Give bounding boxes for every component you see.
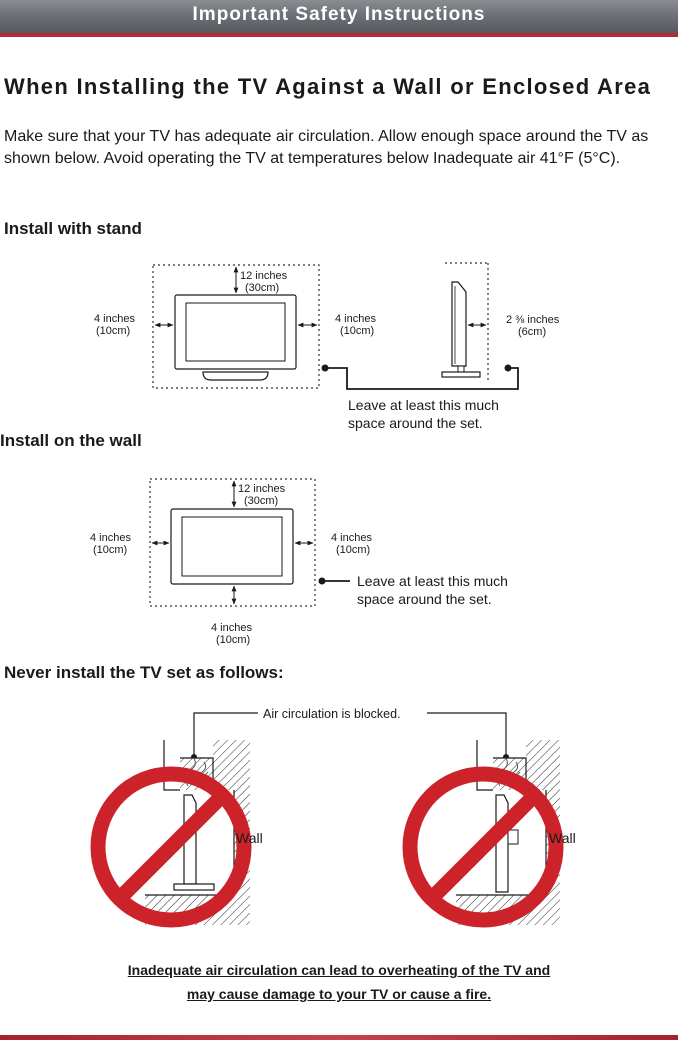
wall-bottom-label-1: 4 inches xyxy=(211,622,252,634)
stand-top-label-1: 12 inches xyxy=(240,270,288,282)
intro-paragraph: Make sure that your TV has adequate air … xyxy=(4,128,649,167)
wall-clearance-box xyxy=(149,478,316,607)
wall-top-label-1: 12 inches xyxy=(238,483,286,495)
stand-tv-base xyxy=(202,371,269,381)
stand-top-label-2: (30cm) xyxy=(245,282,279,294)
wall-note-connector xyxy=(318,577,350,585)
right-prohibition-slash xyxy=(425,789,541,905)
stand-heading: Install with stand xyxy=(4,219,142,238)
header-rule xyxy=(0,33,678,37)
left-prohibition-slash xyxy=(113,789,229,905)
side-tv-body xyxy=(451,281,467,367)
right-wall-bracket xyxy=(507,829,519,845)
section-heading: When Installing the TV Against a Wall or… xyxy=(4,74,652,99)
right-prohibition-ring xyxy=(402,766,564,928)
wall-tv-screen xyxy=(181,516,283,577)
stand-side-diagram: 2 ⅜ inches (6cm) xyxy=(441,262,560,380)
stand-right-label-2: (10cm) xyxy=(340,325,374,337)
wall-heading: Install on the wall xyxy=(0,431,142,450)
wall-top-label-2: (30cm) xyxy=(244,495,278,507)
stand-right-label-1: 4 inches xyxy=(335,313,376,325)
stand-tv-screen xyxy=(185,302,286,362)
left-tv-stand xyxy=(173,883,215,891)
side-label-1: 2 ⅜ inches xyxy=(506,314,560,326)
wall-left-label-1: 4 inches xyxy=(90,532,131,544)
stand-front-diagram: 12 inches (30cm) 4 inches (10cm) 4 inche… xyxy=(94,264,376,389)
left-prohibition-ring xyxy=(90,766,252,928)
side-tv-base xyxy=(441,371,481,378)
never-heading: Never install the TV set as follows: xyxy=(4,663,284,682)
right-wall-label: Wall xyxy=(549,830,576,846)
header-bar xyxy=(0,0,678,33)
page-header-title: Important Safety Instructions xyxy=(192,4,486,25)
prohibited-stand-diagram xyxy=(90,740,252,928)
wall-note-line-1: Leave at least this much xyxy=(357,573,508,589)
prohibited-wall-diagram xyxy=(402,740,564,928)
wall-note-line-2: space around the set. xyxy=(357,591,492,607)
stand-left-label-2: (10cm) xyxy=(96,325,130,337)
stand-note-line-2: space around the set. xyxy=(348,415,483,431)
wall-right-label-1: 4 inches xyxy=(331,532,372,544)
footer-rule xyxy=(0,1035,678,1040)
warning-line-1: Inadequate air circulation can lead to o… xyxy=(127,962,551,978)
stand-note-line-1: Leave at least this much xyxy=(348,397,499,413)
left-wall-label: Wall xyxy=(236,830,263,846)
wall-bottom-label-2: (10cm) xyxy=(216,634,250,646)
stand-left-label-1: 4 inches xyxy=(94,313,135,325)
wall-left-label-2: (10cm) xyxy=(93,544,127,556)
side-tv-neck xyxy=(457,365,465,373)
stand-note-connector xyxy=(321,364,519,390)
wall-right-label-2: (10cm) xyxy=(336,544,370,556)
callout-label: Air circulation is blocked. xyxy=(263,707,401,721)
stand-clearance-box xyxy=(152,264,320,389)
right-tv-body xyxy=(495,794,509,893)
side-label-2: (6cm) xyxy=(518,326,546,338)
warning-line-2: may cause damage to your TV or cause a f… xyxy=(186,986,492,1002)
wall-diagram: 12 inches (30cm) 4 inches (10cm) 4 inche… xyxy=(90,478,372,646)
